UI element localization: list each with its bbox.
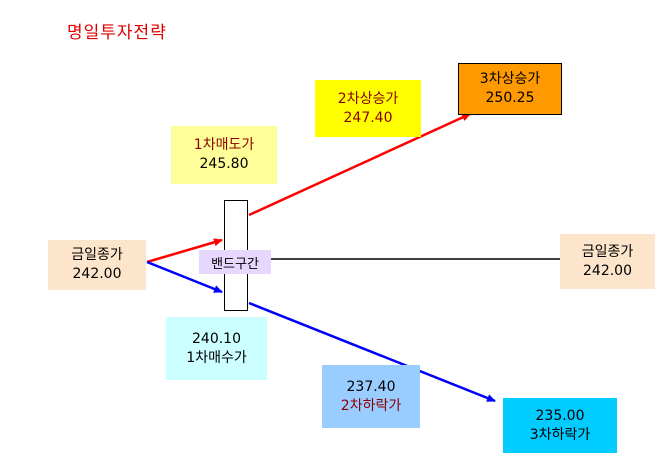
buy1-label: 1차매수가 <box>186 349 247 366</box>
down2-label: 2차하락가 <box>340 397 402 414</box>
up-arrow-to-band <box>146 238 223 264</box>
today-close-left-box: 금일종가 242.00 <box>48 240 146 290</box>
today-close-right-label: 금일종가 <box>581 243 634 260</box>
up2-label: 2차상승가 <box>337 90 399 107</box>
sell1-box: 1차매도가 245.80 <box>171 126 277 184</box>
buy1-box: 240.10 1차매수가 <box>166 317 267 380</box>
sell1-value: 245.80 <box>199 156 249 172</box>
page-title: 명일투자전략 <box>67 23 167 43</box>
today-close-right-box: 금일종가 242.00 <box>560 234 655 289</box>
up2-box: 2차상승가 247.40 <box>315 80 421 137</box>
today-close-left-value: 242.00 <box>72 266 122 282</box>
up-arrow-to-target <box>248 112 471 217</box>
band-zone-label: 밴드구간 <box>199 250 271 274</box>
down3-box: 235.00 3차하락가 <box>503 398 617 453</box>
down3-value: 235.00 <box>535 407 585 424</box>
today-close-left-label: 금일종가 <box>71 247 123 263</box>
up3-value: 250.25 <box>485 90 535 106</box>
up2-value: 247.40 <box>343 109 393 126</box>
down3-label: 3차하락가 <box>529 426 591 443</box>
buy1-value: 240.10 <box>192 330 241 347</box>
up3-label: 3차상승가 <box>479 71 541 87</box>
sell1-label: 1차매도가 <box>193 137 255 153</box>
down2-value: 237.40 <box>346 378 396 395</box>
down2-box: 237.40 2차하락가 <box>322 365 420 428</box>
down-arrow-to-target <box>248 301 496 403</box>
today-close-right-value: 242.00 <box>583 262 632 279</box>
down-arrow-to-band <box>146 260 223 294</box>
up3-box: 3차상승가 250.25 <box>458 63 562 115</box>
